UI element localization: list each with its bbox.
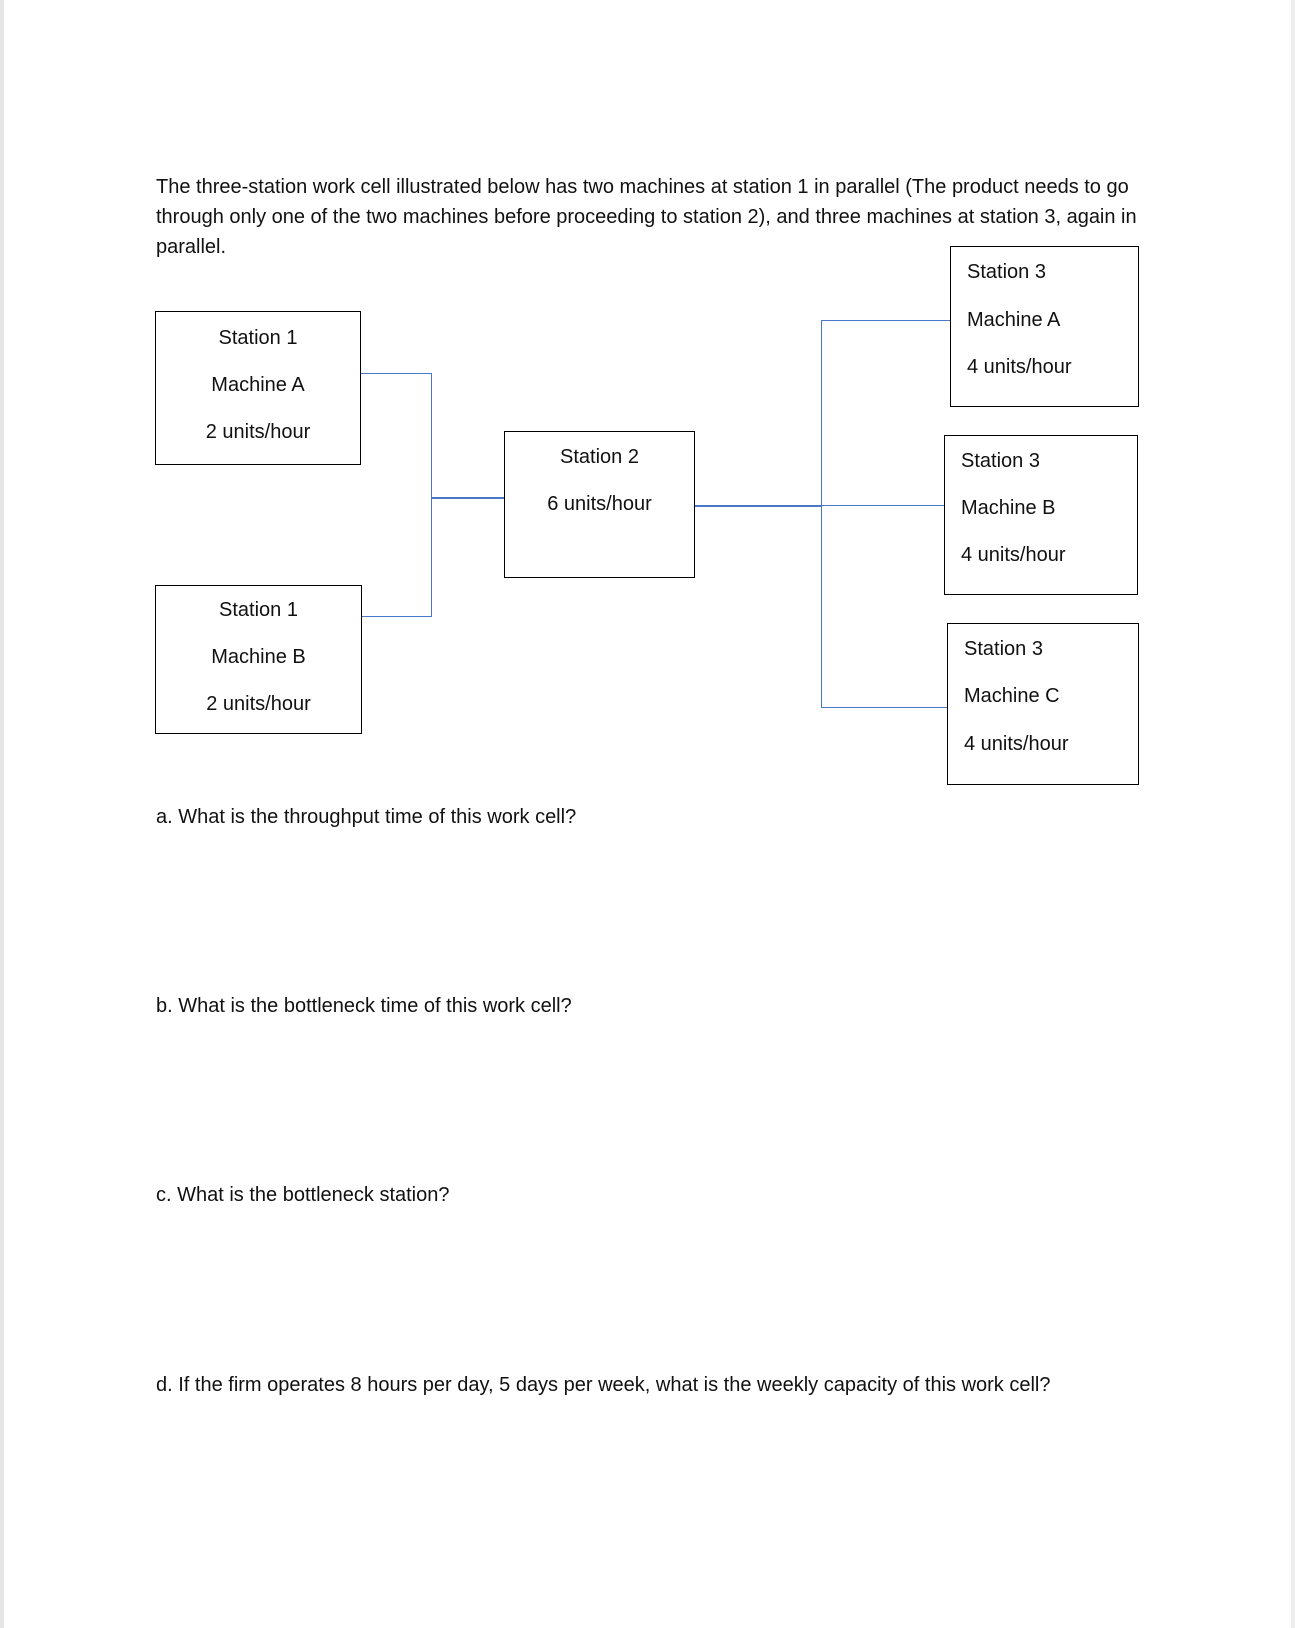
connector-s1a-horizontal [361, 373, 432, 374]
machine-label: Machine B [961, 497, 1056, 519]
station-1-machine-b-box: Station 1 Machine B 2 units/hour [155, 585, 362, 734]
machine-label: Machine B [211, 646, 306, 668]
station-label: Station 1 [218, 327, 298, 349]
connector-s3c-horizontal [821, 707, 947, 708]
page-left-edge [0, 0, 4, 1628]
connector-s3b-horizontal [821, 505, 944, 506]
machine-label: Machine C [964, 685, 1060, 707]
connector-s3a-horizontal [821, 320, 950, 321]
station-3-machine-c-box: Station 3 Machine C 4 units/hour [947, 623, 1139, 785]
connector-s3-vertical [821, 320, 822, 708]
connector-s2-to-s3 [695, 505, 822, 507]
station-label: Station 1 [219, 599, 298, 621]
station-label: Station 2 [560, 446, 639, 468]
connector-s1-to-s2 [431, 497, 504, 499]
station-label: Station 3 [964, 638, 1043, 660]
connector-s1-vertical [431, 373, 432, 617]
connector-s1b-horizontal [362, 616, 432, 617]
machine-label: Machine A [211, 374, 305, 396]
station-label: Station 3 [967, 261, 1046, 283]
rate-label: 4 units/hour [967, 356, 1072, 378]
station-1-machine-a-box: Station 1 Machine A 2 units/hour [155, 311, 361, 465]
page-right-edge [1291, 0, 1295, 1628]
station-label: Station 3 [961, 450, 1040, 472]
rate-label: 2 units/hour [205, 421, 311, 443]
rate-label: 4 units/hour [964, 733, 1069, 755]
station-3-machine-b-box: Station 3 Machine B 4 units/hour [944, 435, 1138, 595]
question-a: a. What is the throughput time of this w… [156, 806, 577, 828]
rate-label: 2 units/hour [206, 693, 311, 715]
question-c: c. What is the bottleneck station? [156, 1184, 450, 1206]
rate-label: 6 units/hour [547, 493, 652, 515]
intro-paragraph: The three-station work cell illustrated … [156, 176, 1137, 258]
rate-label: 4 units/hour [961, 544, 1066, 566]
question-d: d. If the firm operates 8 hours per day,… [156, 1374, 1051, 1396]
machine-label: Machine A [967, 309, 1061, 331]
station-2-box: Station 2 6 units/hour [504, 431, 695, 578]
question-b: b. What is the bottleneck time of this w… [156, 995, 572, 1017]
station-3-machine-a-box: Station 3 Machine A 4 units/hour [950, 246, 1139, 407]
